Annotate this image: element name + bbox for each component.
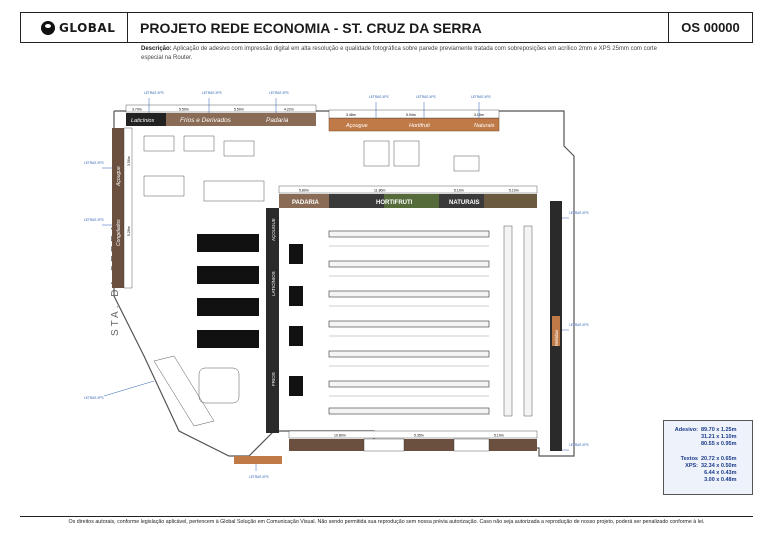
svg-text:LETRAS XPS: LETRAS XPS (471, 95, 491, 99)
legend-adesivo-label: Adesivo: (674, 427, 698, 433)
svg-text:3.48m: 3.48m (346, 113, 356, 117)
gondolas (328, 230, 490, 415)
svg-text:3.79m: 3.79m (132, 108, 142, 112)
svg-text:5.50m: 5.50m (234, 108, 244, 112)
globe-logo-icon (41, 20, 55, 35)
svg-text:PADARIA: PADARIA (292, 200, 320, 206)
svg-text:FRIOS: FRIOS (271, 372, 276, 386)
banner-acougue: Açougue (345, 123, 368, 129)
banner-top-left (126, 113, 316, 126)
svg-text:LETRAS XPS: LETRAS XPS (369, 95, 389, 99)
floor-plan: STA. DA SERRA Laticínios Frios e Derivad… (84, 91, 589, 479)
svg-text:LETRAS XPS: LETRAS XPS (269, 91, 289, 95)
svg-text:3.56m: 3.56m (127, 156, 131, 166)
svg-text:HORTIFRUTI: HORTIFRUTI (376, 200, 413, 206)
project-title: PROJETO REDE ECONOMIA - ST. CRUZ DA SERR… (140, 19, 482, 36)
svg-text:5.10m: 5.10m (509, 189, 519, 193)
svg-text:LETRAS XPS: LETRAS XPS (569, 443, 589, 447)
logo-text: GLOBAL (59, 20, 116, 35)
banner-naturais: Naturais (474, 123, 495, 129)
svg-text:LETRAS XPS: LETRAS XPS (84, 161, 104, 165)
svg-text:5.94m: 5.94m (406, 113, 416, 117)
svg-text:LETRAS XPS: LETRAS XPS (569, 211, 589, 215)
svg-text:LATICÍNIOS: LATICÍNIOS (270, 271, 276, 296)
svg-text:5.28m: 5.28m (127, 226, 131, 236)
description-label: Descrição: (141, 46, 172, 52)
banner-padaria: Padaria (266, 117, 289, 124)
freezers (197, 234, 259, 348)
logo: GLOBAL (21, 13, 128, 42)
svg-text:5.50m: 5.50m (179, 108, 189, 112)
svg-text:5.10m: 5.10m (494, 434, 504, 438)
document-header: GLOBAL PROJETO REDE ECONOMIA - ST. CRUZ … (20, 12, 753, 43)
svg-text:AÇOUGUE: AÇOUGUE (271, 218, 276, 241)
svg-text:NATURAIS: NATURAIS (449, 200, 480, 206)
banner-frios: Frios e Derivados (180, 117, 232, 124)
svg-text:LETRAS XPS: LETRAS XPS (84, 396, 104, 400)
svg-text:LETRAS XPS: LETRAS XPS (202, 91, 222, 95)
svg-text:4.22m: 4.22m (284, 108, 294, 112)
banner-left-vertical (112, 128, 124, 288)
svg-text:LETRAS XPS: LETRAS XPS (84, 218, 104, 222)
svg-text:5.35m: 5.35m (414, 434, 424, 438)
svg-text:5.10m: 5.10m (454, 189, 464, 193)
svg-text:LETRAS XPS: LETRAS XPS (144, 91, 164, 95)
footer-divider (20, 516, 753, 517)
svg-text:11.80m: 11.80m (374, 189, 385, 193)
svg-text:10.80m: 10.80m (334, 434, 346, 438)
svg-text:LETRAS XPS: LETRAS XPS (416, 95, 436, 99)
banner-center-vertical (266, 208, 279, 433)
material-legend: Adesivo: 89.70 x 1.25m 31.21 x 1.10m 80.… (663, 420, 753, 495)
description-text: Aplicação de adesivo com impressão digit… (141, 46, 657, 61)
description: Descrição: Aplicação de adesivo com impr… (141, 45, 661, 63)
copyright-footer: Os direitos autorais, conforme legislaçã… (68, 519, 705, 525)
banner-top-right (329, 118, 499, 131)
svg-text:Congelados: Congelados (116, 219, 122, 246)
order-number: OS 00000 (668, 13, 752, 42)
svg-text:5.80m: 5.80m (299, 189, 309, 193)
banner-bottom (289, 439, 537, 451)
svg-text:Açougue: Açougue (116, 166, 122, 187)
svg-text:LETRAS XPS: LETRAS XPS (569, 323, 589, 327)
banner-hortifruti: Hortifruti (409, 123, 431, 129)
banner-laticinios: Laticínios (131, 118, 154, 124)
legend-xps-label: Textos XPS: (680, 456, 698, 469)
svg-text:LETRAS XPS: LETRAS XPS (249, 475, 269, 479)
svg-text:Bebidas: Bebidas (554, 329, 559, 346)
